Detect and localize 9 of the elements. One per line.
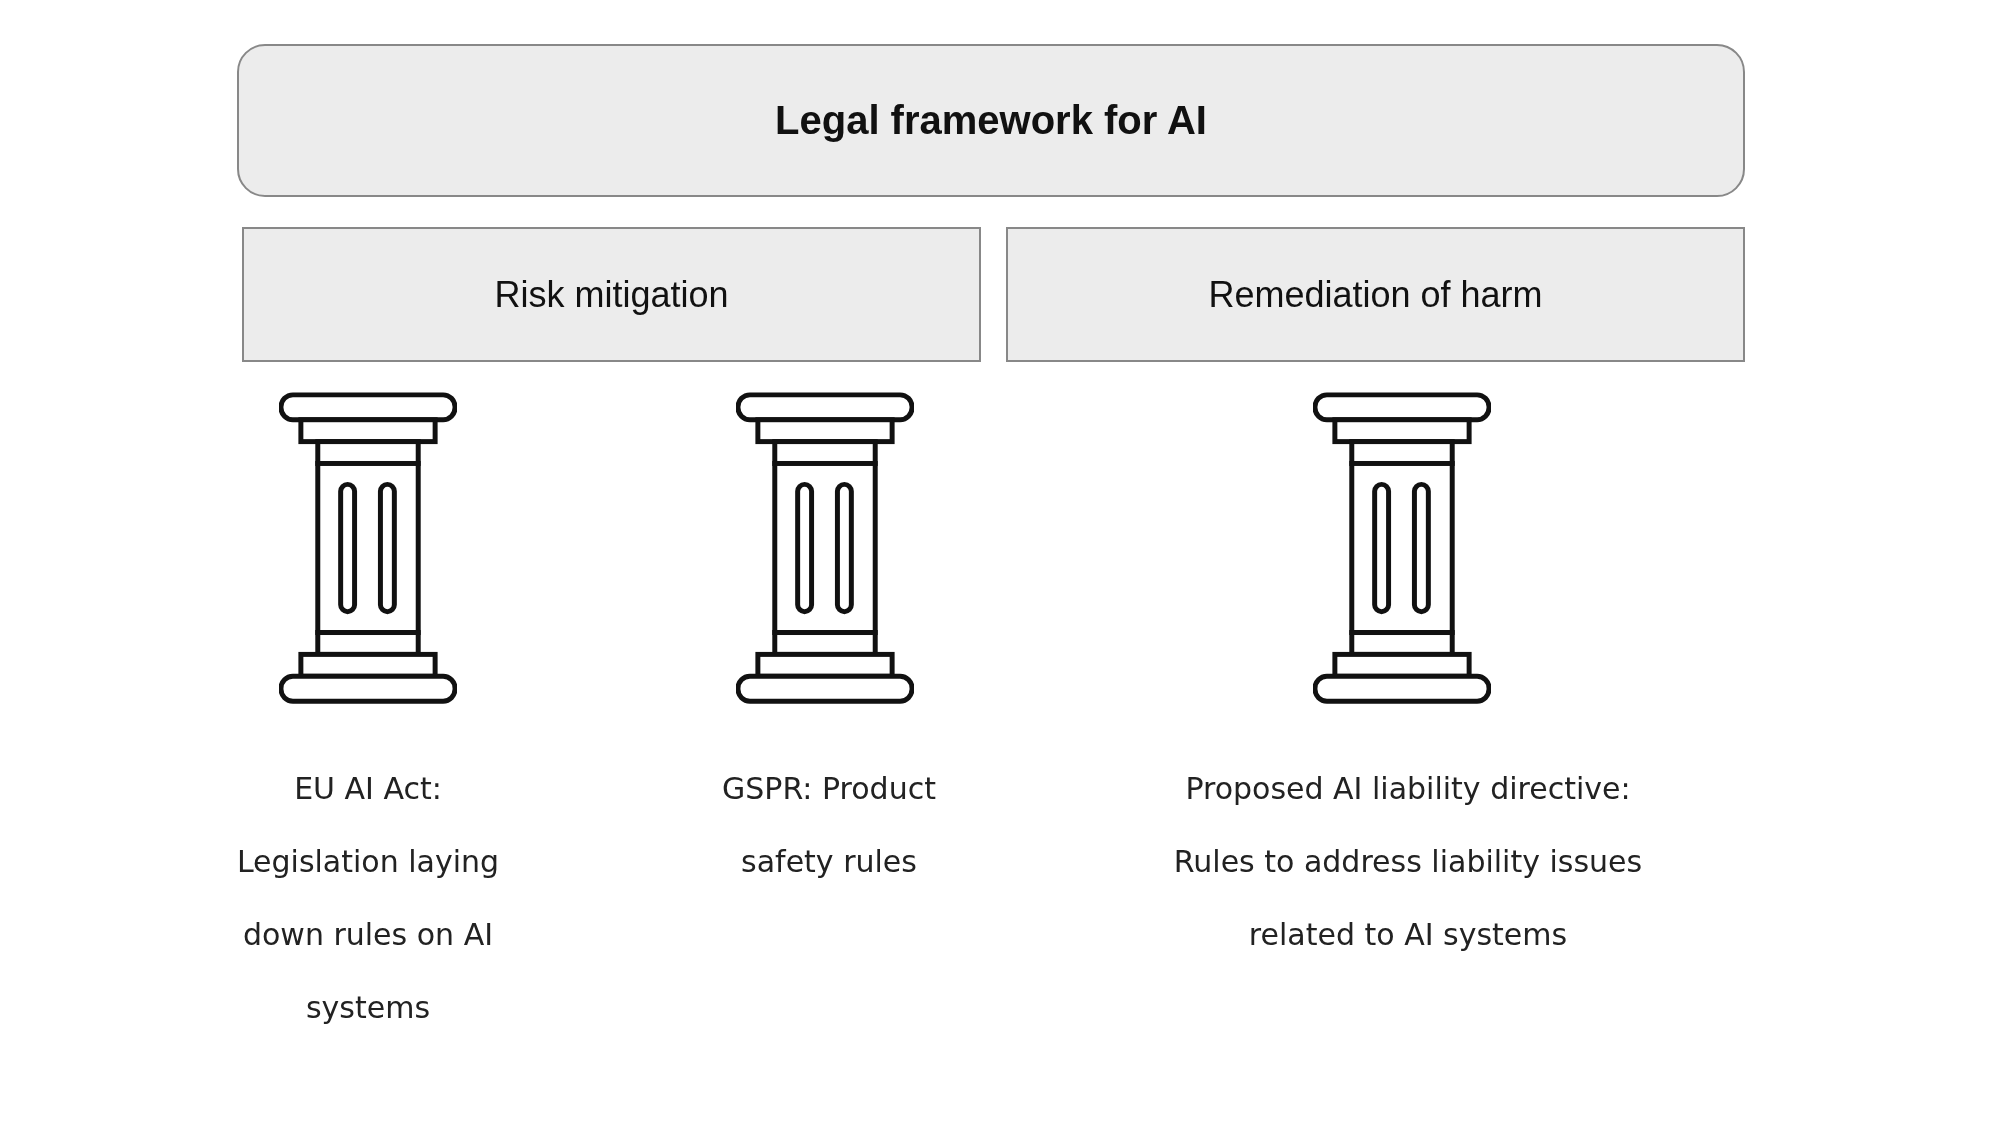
pillar-caption: EU AI Act: Legislation laying down rules on AI systems (235, 770, 501, 1027)
pillar-caption: GSPR: Product safety rules (721, 770, 937, 881)
category-box (242, 227, 981, 362)
category-title: Risk mitigation (494, 273, 729, 316)
category-box (1006, 227, 1745, 362)
frame-box (237, 44, 1745, 197)
pillar-caption: Proposed AI liability directive: Rules to address liability issues related to AI systems (1173, 770, 1643, 954)
diagram-heading: Legal framework for AI (775, 98, 1207, 143)
category-title: Remediation of harm (1208, 273, 1543, 316)
